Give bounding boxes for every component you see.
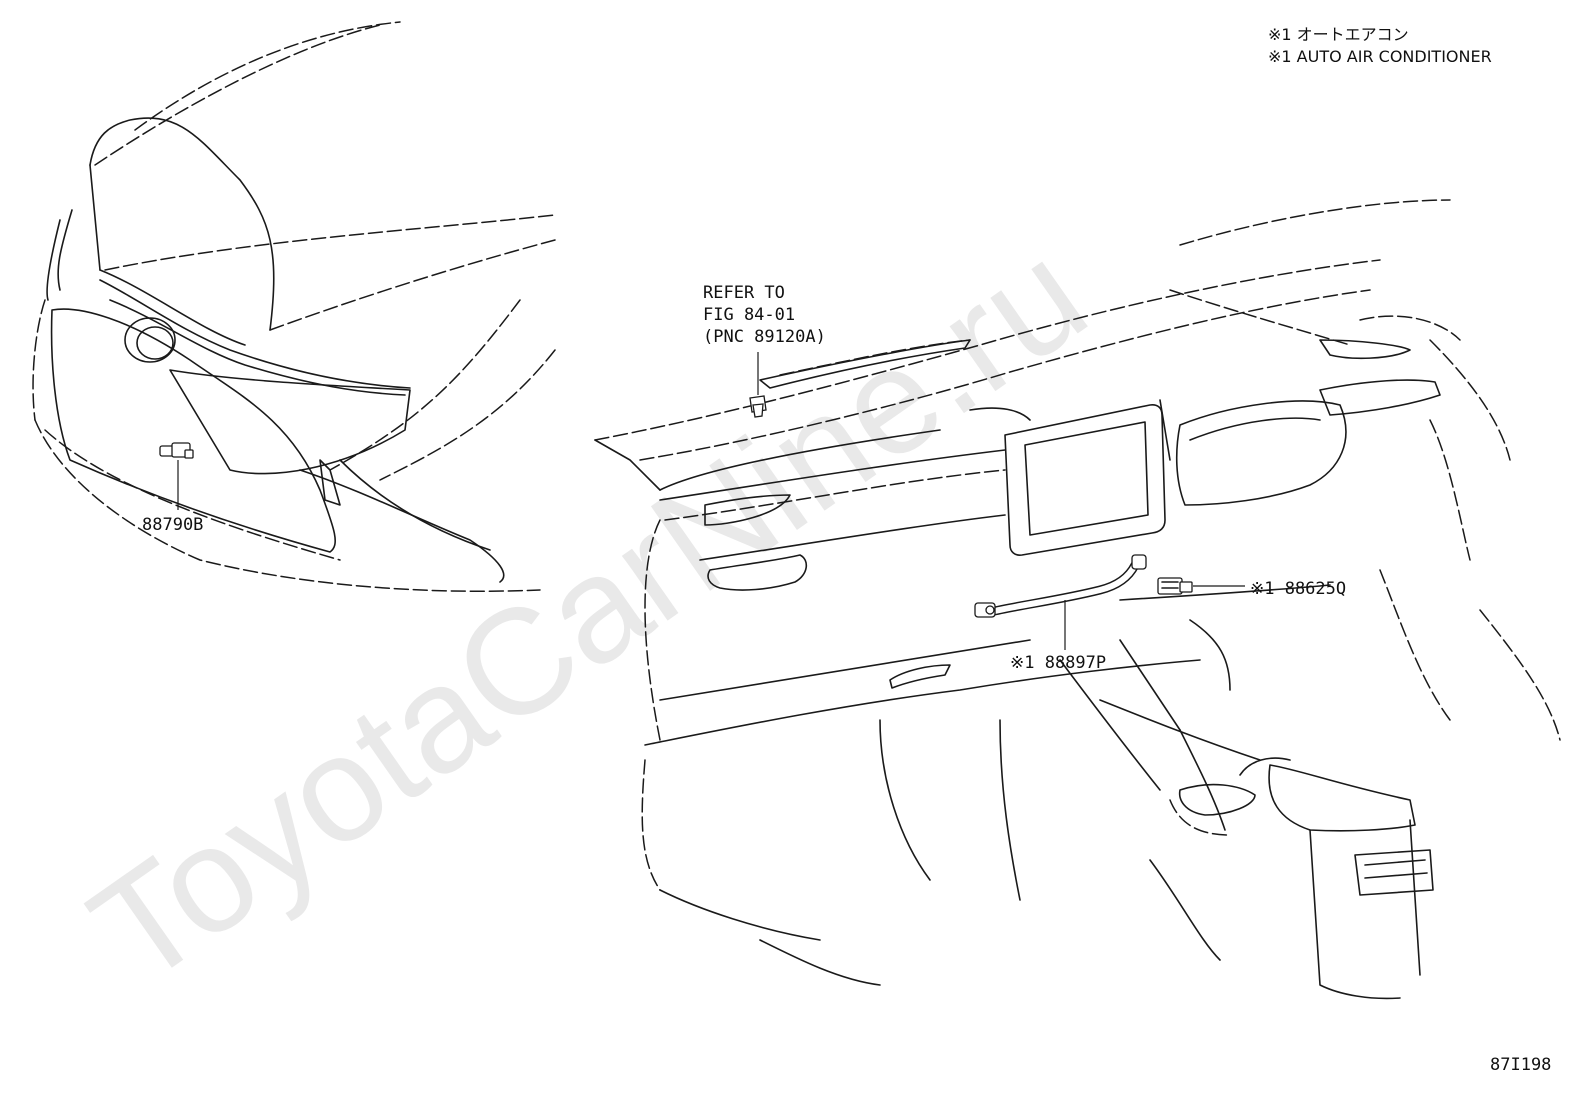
legend: ※1 オートエアコン ※1 AUTO AIR CONDITIONER — [1268, 25, 1492, 66]
refer-line-1: REFER TO — [703, 283, 785, 303]
dashboard-illustration — [594, 199, 1561, 1000]
part-label-88790b: 88790B — [142, 515, 203, 535]
refer-line-3: (PNC 89120A) — [703, 327, 826, 347]
figure-id: 87I198 — [1490, 1055, 1551, 1075]
front-exterior-illustration — [32, 21, 556, 592]
watermark-text: ToyotaCarNine.ru — [62, 209, 1114, 1016]
watermark: ToyotaCarNine.ru — [62, 209, 1114, 1016]
refer-callout: REFER TO FIG 84-01 (PNC 89120A) — [703, 283, 826, 347]
part-88790b-sensor — [159, 442, 194, 459]
legend-line-japanese: ※1 オートエアコン — [1268, 25, 1409, 44]
part-label-88625q: ※1 88625Q — [1250, 579, 1346, 599]
part-label-88897p: ※1 88897P — [1010, 653, 1106, 673]
refer-line-2: FIG 84-01 — [703, 305, 795, 325]
refer-clip-part — [749, 395, 767, 418]
legend-line-english: ※1 AUTO AIR CONDITIONER — [1268, 47, 1492, 66]
part-88897p-aspirator-hose — [974, 554, 1147, 618]
part-88625q-sensor — [1157, 577, 1193, 595]
